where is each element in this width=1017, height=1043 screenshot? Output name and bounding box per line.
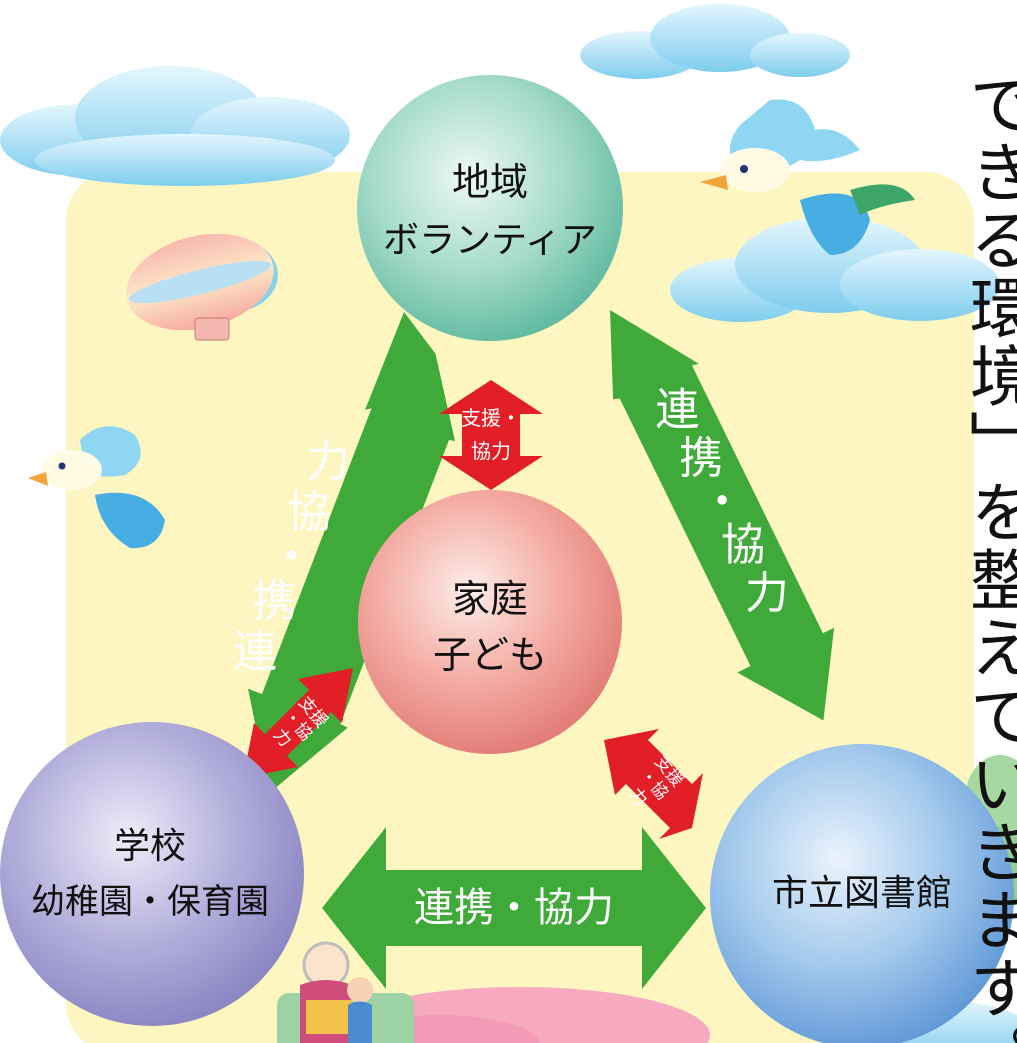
svg-text:連: 連: [233, 627, 277, 678]
blimp-icon: [126, 233, 278, 341]
svg-text:力: 力: [306, 436, 350, 487]
svg-text:協: 協: [287, 486, 331, 537]
reading-grandma-icon: [277, 941, 414, 1043]
support-label-top-line1: 支援・: [461, 406, 521, 430]
cloud-top-middle: [580, 4, 850, 79]
bird-icon: [28, 426, 165, 549]
node-top-label-line1: 地域: [452, 160, 528, 204]
support-arrow-top: [439, 380, 543, 490]
node-top-circle: [357, 75, 623, 341]
link-arrow-bottom: [322, 827, 706, 989]
node-left-label-line2: 幼稚園・保育園: [31, 882, 269, 922]
link-label-bottom: 連携・協力: [414, 885, 614, 931]
node-center-label-line1: 家庭: [452, 577, 528, 621]
link-arrow-top-left: [248, 312, 455, 793]
link-arrow-top-right: [610, 310, 835, 721]
cloud-top-left: [0, 66, 350, 186]
node-center-circle: [358, 490, 622, 754]
support-arrow-left: [243, 668, 353, 778]
svg-text:・: ・: [700, 476, 744, 527]
node-left-circle: [0, 722, 304, 1026]
bird-icon: [700, 99, 915, 255]
link-label-top-left: 連 携 ・ 協 力: [233, 436, 350, 678]
svg-text:連: 連: [655, 385, 699, 436]
node-right-circle: [710, 744, 1014, 1043]
support-arrow-right: [604, 729, 703, 839]
svg-text:協: 協: [721, 519, 765, 570]
link-label-top-right: 連 携 ・ 協 力: [655, 385, 789, 619]
cloud-right: [670, 217, 1000, 322]
svg-text:携: 携: [679, 433, 723, 484]
node-top-label-line2: ボランティア: [383, 220, 597, 261]
side-text: できる環境」を整えていきます。: [959, 70, 1017, 1043]
svg-text:力: 力: [745, 568, 789, 619]
svg-text:携: 携: [252, 576, 296, 627]
svg-text:・: ・: [270, 531, 314, 582]
support-label-top-line2: 協力: [471, 439, 511, 463]
node-left-label-line1: 学校: [114, 826, 186, 867]
node-right-label: 市立図書館: [772, 873, 952, 914]
node-center-label-line2: 子ども: [433, 633, 547, 677]
